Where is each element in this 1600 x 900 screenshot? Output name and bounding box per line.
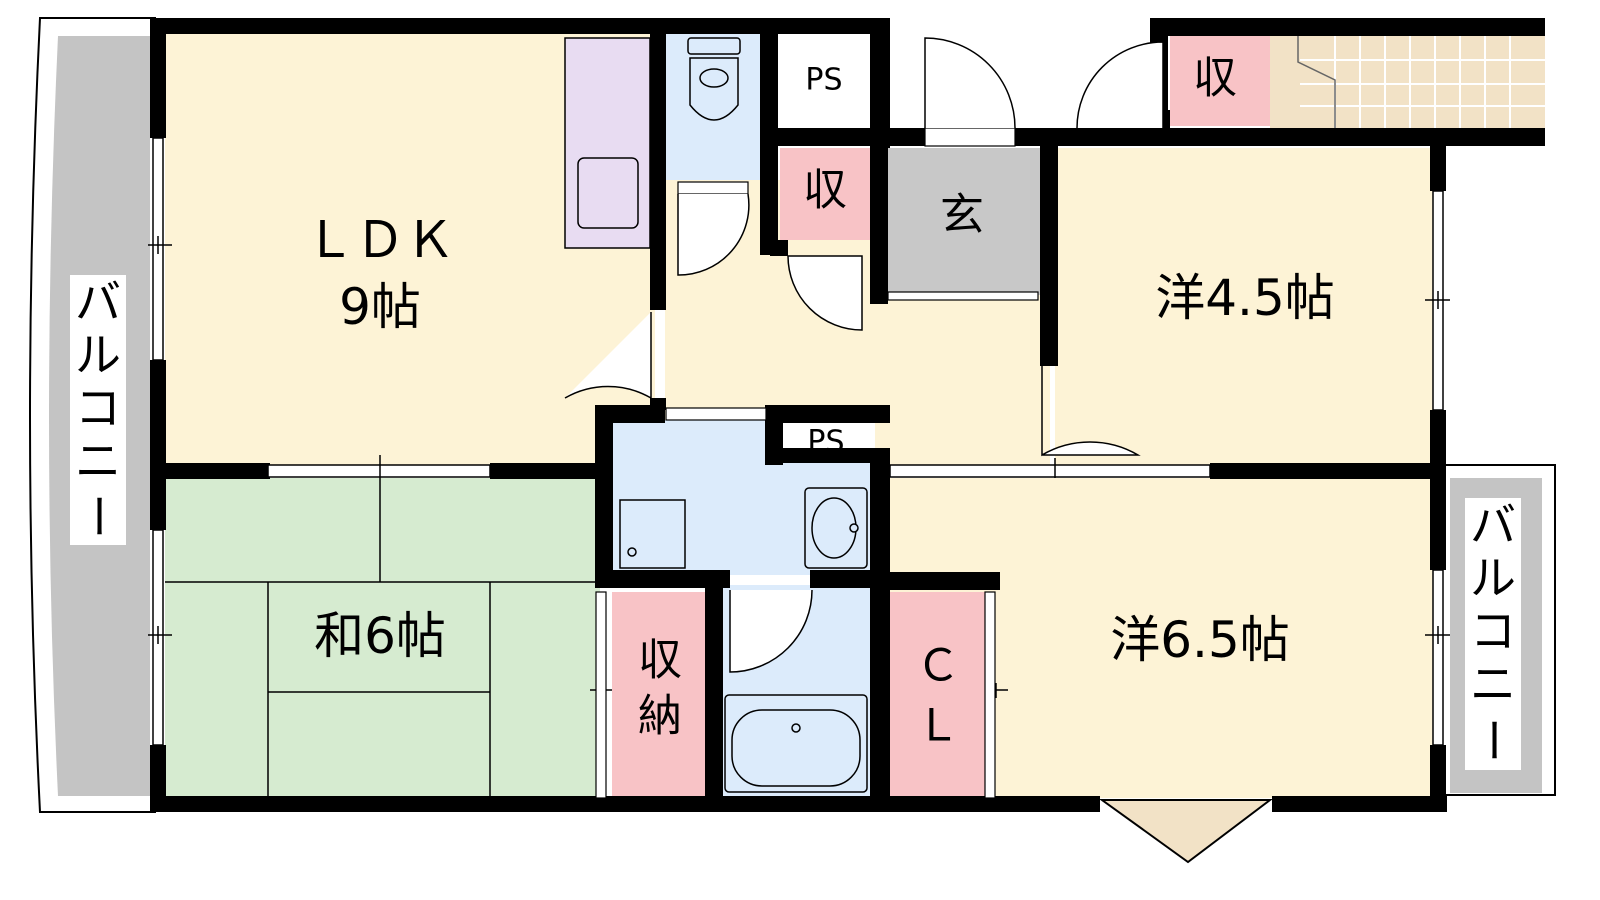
stairs-floor <box>1270 36 1545 128</box>
stairs-lines <box>1300 36 1545 128</box>
stairs-cutline <box>1297 36 1336 128</box>
balcony-right-char-4: ニ <box>1470 657 1516 711</box>
balcony-left-char-3: コ <box>75 381 121 435</box>
entrance-floor <box>888 148 1040 295</box>
storage-washitsu-label-1: 収 <box>638 635 682 686</box>
balcony-right-label-bg <box>1465 498 1521 770</box>
bathtub-icon <box>724 694 868 793</box>
kitchen-sink <box>577 157 639 229</box>
tatami-lines <box>165 478 600 798</box>
balcony-right-char-5: ー <box>1466 717 1520 763</box>
western-65-label: 洋6.5帖 <box>1110 611 1290 669</box>
wash-basin-icon <box>804 487 868 569</box>
ps-top-box <box>778 30 870 128</box>
storage-top-floor <box>1170 36 1270 126</box>
ps-top-label: PS <box>805 63 842 98</box>
ps-mid-label: PS <box>807 425 844 460</box>
walls <box>150 18 1545 812</box>
balcony-left-char-5: ー <box>71 493 125 539</box>
balcony-left-char-2: ル <box>75 328 121 382</box>
toilet-icon <box>687 37 741 121</box>
western-45-label: 洋4.5帖 <box>1155 269 1335 327</box>
storage-washitsu-label-2: 納 <box>638 691 682 742</box>
washitsu-label: 和6帖 <box>314 607 446 665</box>
tatami-floor <box>165 478 600 798</box>
storage-mid-floor <box>780 148 870 240</box>
storage-mid-label: 収 <box>803 165 847 216</box>
drain-icon <box>627 547 637 557</box>
balcony-right-char-2: ル <box>1470 551 1516 605</box>
balcony-left-char-1: バ <box>75 275 121 329</box>
balcony-right-char-1: バ <box>1470 498 1516 552</box>
closet-floor <box>890 592 985 798</box>
storage-washitsu-floor <box>612 592 708 798</box>
genkan-label: 玄 <box>940 190 984 241</box>
balcony-left-char-4: ニ <box>75 434 121 488</box>
storage-top-label: 収 <box>1193 53 1237 104</box>
closet-label-2: Ｌ <box>916 701 960 752</box>
balcony-left-label-bg <box>70 275 126 545</box>
sliding-partitions <box>595 127 1039 799</box>
western-45-floor <box>1055 148 1435 465</box>
bay-window <box>1098 799 1273 864</box>
balcony-right-char-3: コ <box>1470 604 1516 658</box>
closet-label-1: Ｃ <box>916 641 960 692</box>
ldk-label-bg <box>275 205 480 340</box>
ldk-size-label: 9帖 <box>339 278 421 336</box>
door-swings <box>564 37 1164 673</box>
window-ticks <box>148 236 1450 698</box>
ldk-label: ＬＤＫ <box>305 211 455 269</box>
washing-machine-pan <box>619 499 686 569</box>
